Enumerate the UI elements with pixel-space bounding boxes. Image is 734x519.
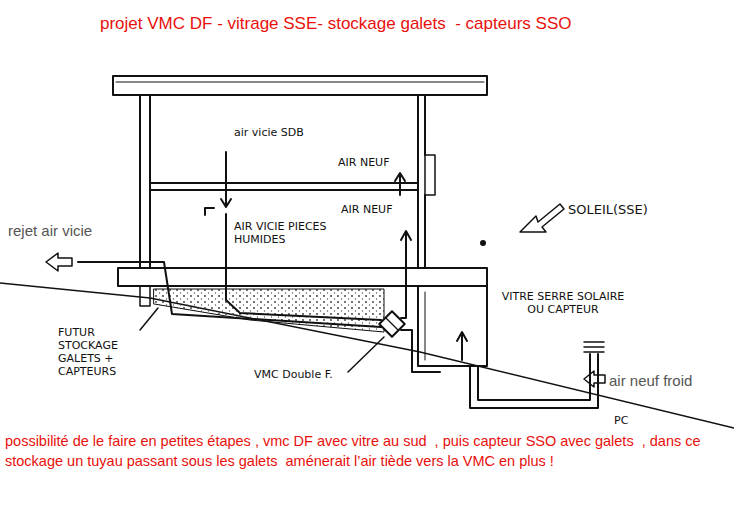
title: projet VMC DF - vitrage SSE- stockage ga… <box>100 14 571 34</box>
greenhouse-label: VITRE SERRE SOLAIRE OU CAPTEUR <box>494 290 632 316</box>
caption: possibilité de le faire en petites étape… <box>5 431 733 471</box>
flow-label: AIR NEUF <box>341 203 392 216</box>
storage-note: FUTUR STOCKAGE GALETS + CAPTEURS <box>58 326 136 378</box>
fresh-air-label: air neuf froid <box>609 372 692 389</box>
vmc-label: VMC Double F. <box>254 368 333 381</box>
pc-label: PC <box>614 414 628 427</box>
sun-label: SOLEIL(SSE) <box>568 203 648 216</box>
flow-label: AIR NEUF <box>338 156 389 169</box>
flow-label: AIR VICIE PIECES HUMIDES <box>234 220 344 246</box>
exhaust-label: rejet air vicie <box>8 222 92 239</box>
flow-label: air vicie SDB <box>234 126 304 139</box>
